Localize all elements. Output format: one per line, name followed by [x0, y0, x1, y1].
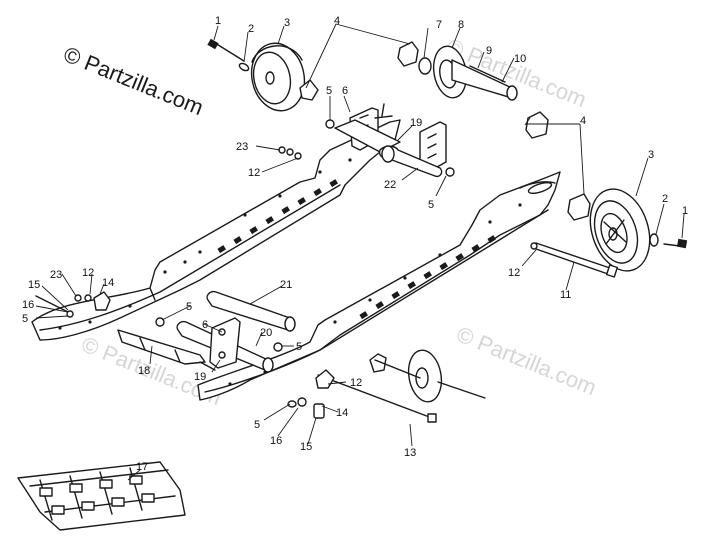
- callout-19: 19: [410, 117, 422, 129]
- callout-15: 15: [300, 441, 312, 453]
- callout-16: 16: [270, 435, 282, 447]
- callout-23: 23: [236, 141, 248, 153]
- callout-14: 14: [336, 407, 348, 419]
- callout-1: 1: [682, 205, 688, 217]
- lower-cross-shaft: [117, 290, 296, 373]
- leader-lines: [35, 23, 685, 481]
- callout-17: 17: [136, 461, 148, 473]
- callout-8: 8: [458, 19, 464, 31]
- upper-shock-bracket: [325, 103, 455, 178]
- callout-14: 14: [102, 277, 114, 289]
- callout-18: 18: [138, 365, 150, 377]
- callout-13: 13: [404, 447, 416, 459]
- callout-20: 20: [260, 327, 272, 339]
- long-axle-bolt: [530, 242, 619, 278]
- callout-7: 7: [436, 19, 442, 31]
- upper-idler-shaft: [397, 41, 518, 101]
- callout-3: 3: [648, 149, 654, 161]
- callout-5: 5: [428, 199, 434, 211]
- callout-5: 5: [254, 419, 260, 431]
- callout-3: 3: [284, 17, 290, 29]
- callout-12: 12: [248, 167, 260, 179]
- callout-10: 10: [514, 53, 526, 65]
- callout-2: 2: [248, 23, 254, 35]
- callout-12: 12: [350, 377, 362, 389]
- callout-12: 12: [82, 267, 94, 279]
- callout-numbers: 1 2 3 4 7 8 9 10 5 6 19 23 12 22 5 4 3 2…: [22, 15, 688, 473]
- hi-fax-slide: [17, 461, 186, 531]
- callout-11: 11: [560, 289, 571, 301]
- callout-6: 6: [342, 85, 348, 97]
- callout-2: 2: [662, 193, 668, 205]
- rear-wheel-axle: [287, 349, 486, 423]
- callout-23: 23: [50, 269, 62, 281]
- callout-15: 15: [28, 279, 40, 291]
- lower-right-idler-wheel: [525, 111, 688, 272]
- callout-9: 9: [486, 45, 492, 57]
- callout-5: 5: [296, 341, 302, 353]
- upper-left-idler-wheel: [207, 38, 319, 112]
- callout-4: 4: [580, 115, 586, 127]
- callout-5: 5: [326, 85, 332, 97]
- callout-1: 1: [215, 15, 221, 27]
- callout-12: 12: [508, 267, 520, 279]
- callout-5: 5: [22, 313, 28, 325]
- callout-6: 6: [202, 319, 208, 331]
- watermark-text: © Partzilla.com: [453, 321, 600, 400]
- callout-21: 21: [280, 279, 292, 291]
- callout-4: 4: [334, 15, 340, 27]
- left-rear-hardware: [35, 146, 302, 318]
- callout-16: 16: [22, 299, 34, 311]
- callout-5: 5: [186, 301, 192, 313]
- callout-22: 22: [384, 179, 396, 191]
- copyright-text: © Partzilla.com: [60, 41, 207, 120]
- callout-19: 19: [194, 371, 206, 383]
